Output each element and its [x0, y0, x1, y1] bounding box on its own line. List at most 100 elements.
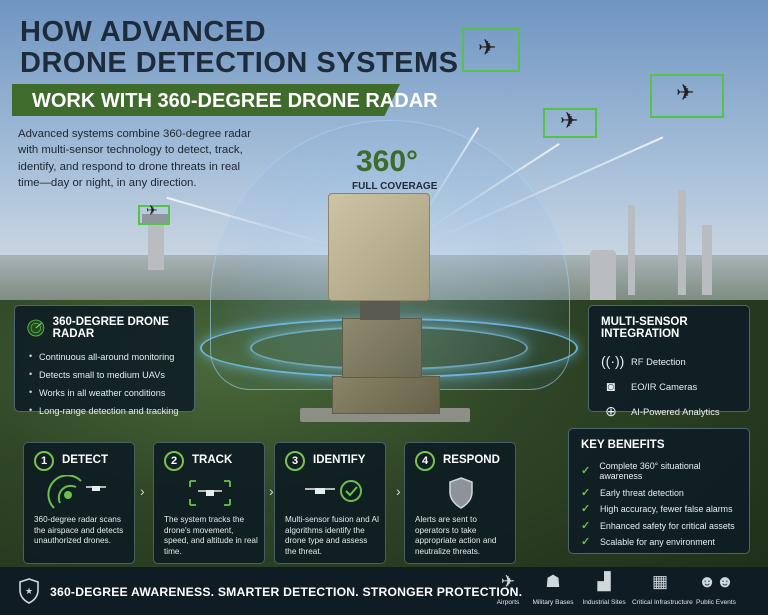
- benefits-panel-title: KEY BENEFITS: [581, 439, 665, 451]
- chevron-right-icon: ›: [396, 483, 401, 499]
- check-icon: ✓: [581, 465, 591, 477]
- list-item: Continuous all-around monitoring: [27, 351, 182, 362]
- crowd-icon: ☻☻: [698, 572, 734, 591]
- step-title: DETECT: [62, 454, 108, 466]
- benefit-row: ✓ Early threat detection: [581, 486, 737, 499]
- target-bracket: [462, 28, 520, 72]
- building-icon: ▦: [651, 572, 669, 591]
- benefit-label: Complete 360° situational awareness: [599, 461, 701, 481]
- camera-icon: ◙: [606, 378, 616, 394]
- sector-critical-infrastructure: ▦ Critical Infrastructure: [632, 571, 693, 606]
- airport-tower-cab: [142, 214, 170, 224]
- airplane-icon: ✈: [500, 572, 516, 591]
- step-identify: 3 IDENTIFY Multi-sensor fusion and AI al…: [274, 442, 386, 564]
- step-icon-wrap: [275, 475, 387, 511]
- sector-public-events: ☻☻ Public Events: [695, 571, 737, 606]
- radar-base: [342, 318, 422, 378]
- sensor-panel-title: MULTI-SENSOR INTEGRATION: [601, 316, 688, 340]
- factory-icon: ▟: [597, 572, 611, 591]
- sensor-label: EO/IR Cameras: [631, 380, 698, 392]
- step-title: RESPOND: [443, 454, 500, 466]
- step-description: The system tracks the drone's movement, …: [164, 515, 258, 556]
- ai-chip-icon: ⊕: [605, 403, 617, 419]
- step-icon-wrap: [154, 475, 266, 511]
- list-item: Long-range detection and tracking: [27, 405, 182, 416]
- shield-icon: [449, 477, 473, 509]
- step-icon-wrap: [24, 474, 136, 511]
- step-respond: 4 RESPOND Alerts are sent to operators t…: [404, 442, 516, 564]
- check-icon: ✓: [581, 536, 591, 548]
- benefit-label: Early threat detection: [600, 487, 684, 498]
- soldier-icon: ☗: [545, 572, 561, 591]
- sector-label: Critical Infrastructure: [632, 599, 693, 606]
- radar-scope-icon: [27, 319, 45, 337]
- chevron-right-icon: ›: [269, 483, 274, 499]
- radar-antenna-housing: [328, 193, 430, 301]
- radar-feature-list: Continuous all-around monitoring Detects…: [27, 351, 182, 416]
- shield-star-icon: ★: [19, 578, 39, 604]
- step-description: 360-degree radar scans the airspace and …: [34, 515, 124, 546]
- check-icon: ✓: [581, 503, 591, 515]
- sector-label: Airports: [496, 599, 520, 606]
- benefit-label: Scalable for any environment: [600, 537, 715, 547]
- step-number: 1: [34, 451, 54, 471]
- drone-tracking-icon: [189, 480, 231, 506]
- coverage-degrees: 360°: [356, 145, 419, 178]
- sector-label: Industrial Sites: [582, 599, 626, 606]
- list-item: Detects small to medium UAVs: [27, 369, 182, 380]
- sector-airports: ✈ Airports: [493, 571, 523, 606]
- chevron-right-icon: ›: [140, 483, 145, 499]
- sensor-row: ◙ EO/IR Cameras: [601, 378, 737, 394]
- step-icon-wrap: [405, 475, 517, 511]
- radar-panel: 360-DEGREE DRONE RADAR Continuous all-ar…: [14, 305, 195, 416]
- target-bracket: [543, 108, 597, 138]
- footer-bar: [0, 567, 768, 615]
- coverage-label: FULL COVERAGE: [352, 181, 438, 192]
- sector-military-bases: ☗ Military Bases: [531, 571, 575, 606]
- sensor-label: AI-Powered Analytics: [631, 405, 720, 417]
- benefit-label: Enhanced safety for critical assets: [600, 520, 735, 531]
- step-detect: 1 DETECT 360-degree radar scans the airs…: [23, 442, 135, 564]
- target-bracket: [138, 205, 170, 225]
- step-title: IDENTIFY: [313, 454, 366, 466]
- refinery-chimney: [702, 225, 712, 295]
- check-icon: ✓: [581, 519, 591, 532]
- sensor-row: ((·)) RF Detection: [601, 353, 737, 369]
- drone-icon: ✈: [676, 80, 695, 105]
- radar-waves-icon: [47, 474, 106, 509]
- target-bracket: [650, 74, 724, 118]
- benefit-label: High accuracy, fewer false alarms: [600, 504, 733, 514]
- benefit-row: ✓ High accuracy, fewer false alarms: [581, 503, 737, 515]
- sector-industrial-sites: ▟ Industrial Sites: [582, 571, 626, 606]
- page-title-line1: HOW ADVANCED: [20, 16, 267, 48]
- svg-text:★: ★: [25, 587, 33, 597]
- page-title-line2: DRONE DETECTION SYSTEMS: [20, 47, 459, 79]
- check-icon: ✓: [581, 486, 591, 499]
- step-description: Alerts are sent to operators to take app…: [415, 515, 497, 556]
- step-number: 2: [164, 451, 184, 471]
- footer-tagline: 360-DEGREE AWARENESS. SMARTER DETECTION.…: [50, 585, 523, 599]
- sector-label: Public Events: [696, 599, 736, 606]
- sensor-panel: MULTI-SENSOR INTEGRATION ((·)) RF Detect…: [588, 305, 750, 419]
- refinery-tank: [590, 250, 616, 300]
- list-item: Works in all weather conditions: [27, 387, 182, 398]
- step-description: Multi-sensor fusion and AI algorithms id…: [285, 515, 380, 556]
- drone-icon: ✈: [146, 202, 158, 218]
- refinery-chimney: [678, 190, 686, 295]
- sensor-row: ⊕ AI-Powered Analytics: [601, 403, 737, 419]
- subtitle-banner-text: WORK WITH 360-DEGREE DRONE RADAR: [32, 90, 438, 112]
- step-title: TRACK: [192, 454, 233, 466]
- drone-icon: ✈: [560, 108, 579, 133]
- drone-check-icon: [305, 480, 362, 502]
- step-number: 4: [415, 451, 435, 471]
- radar-foot: [332, 376, 440, 414]
- radar-neck: [360, 298, 400, 320]
- airport-control-tower: [148, 218, 164, 270]
- benefit-row: ✓ Complete 360° situational awareness: [581, 461, 737, 481]
- drone-icon: ✈: [478, 35, 497, 60]
- rf-signal-icon: ((·)): [601, 353, 625, 369]
- radar-panel-title: 360-DEGREE DRONE RADAR: [52, 316, 169, 340]
- benefit-row: ✓ Enhanced safety for critical assets: [581, 519, 737, 532]
- intro-paragraph: Advanced systems combine 360-degree rada…: [18, 128, 252, 189]
- benefits-panel: KEY BENEFITS ✓ Complete 360° situational …: [568, 428, 750, 554]
